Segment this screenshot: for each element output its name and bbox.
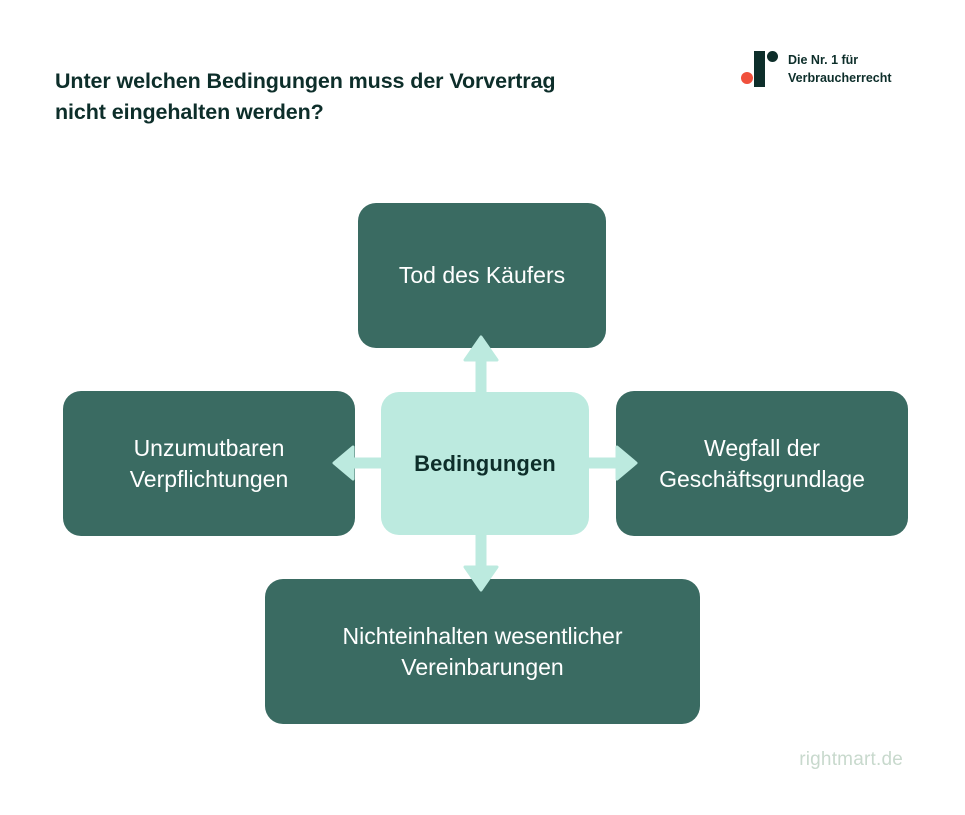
brand-tagline-line-2: Verbraucherrecht [788, 71, 892, 86]
diagram-node-bottom: Nichteinhalten wesentlicher Vereinbarung… [265, 579, 700, 724]
diagram-node-left-label: Unzumutbaren Verpflichtungen [129, 434, 289, 492]
page-title-line-2: nicht eingehalten werden? [55, 99, 324, 124]
diagram-node-center: Bedingungen [381, 392, 589, 535]
brand-tagline: Die Nr. 1 für Verbraucherrecht [788, 51, 892, 87]
diagram-node-center-label: Bedingungen [414, 450, 556, 476]
page-title-line-1: Unter welchen Bedingungen muss der Vorve… [55, 69, 556, 94]
brand-tagline-line-1: Die Nr. 1 für [788, 53, 859, 67]
diagram-node-bottom-label: Nichteinhalten wesentlicher Vereinbarung… [342, 622, 623, 680]
diagram-node-right-label: Wegfall der Geschäftsgrundlage [659, 434, 865, 492]
footer-website-url: rightmart.de [799, 749, 903, 770]
diagram-node-right: Wegfall der Geschäftsgrundlage [616, 391, 908, 536]
logo-red-dot-icon [741, 72, 753, 84]
diagram-node-top-label: Tod des Käufers [398, 262, 566, 289]
arrow-up-icon [462, 334, 500, 396]
arrow-right-icon [581, 444, 639, 482]
brand-logo: Die Nr. 1 für Verbraucherrecht [740, 50, 915, 92]
page-title: Unter welchen Bedingungen muss der Vorve… [55, 66, 695, 127]
diagram-node-left: Unzumutbaren Verpflichtungen [63, 391, 355, 536]
brand-mark-icon [740, 50, 780, 88]
diagram-node-top: Tod des Käufers [358, 203, 606, 348]
logo-dark-dot-icon [767, 51, 778, 62]
arrow-down-icon [462, 531, 500, 593]
logo-bar-icon [754, 51, 765, 87]
